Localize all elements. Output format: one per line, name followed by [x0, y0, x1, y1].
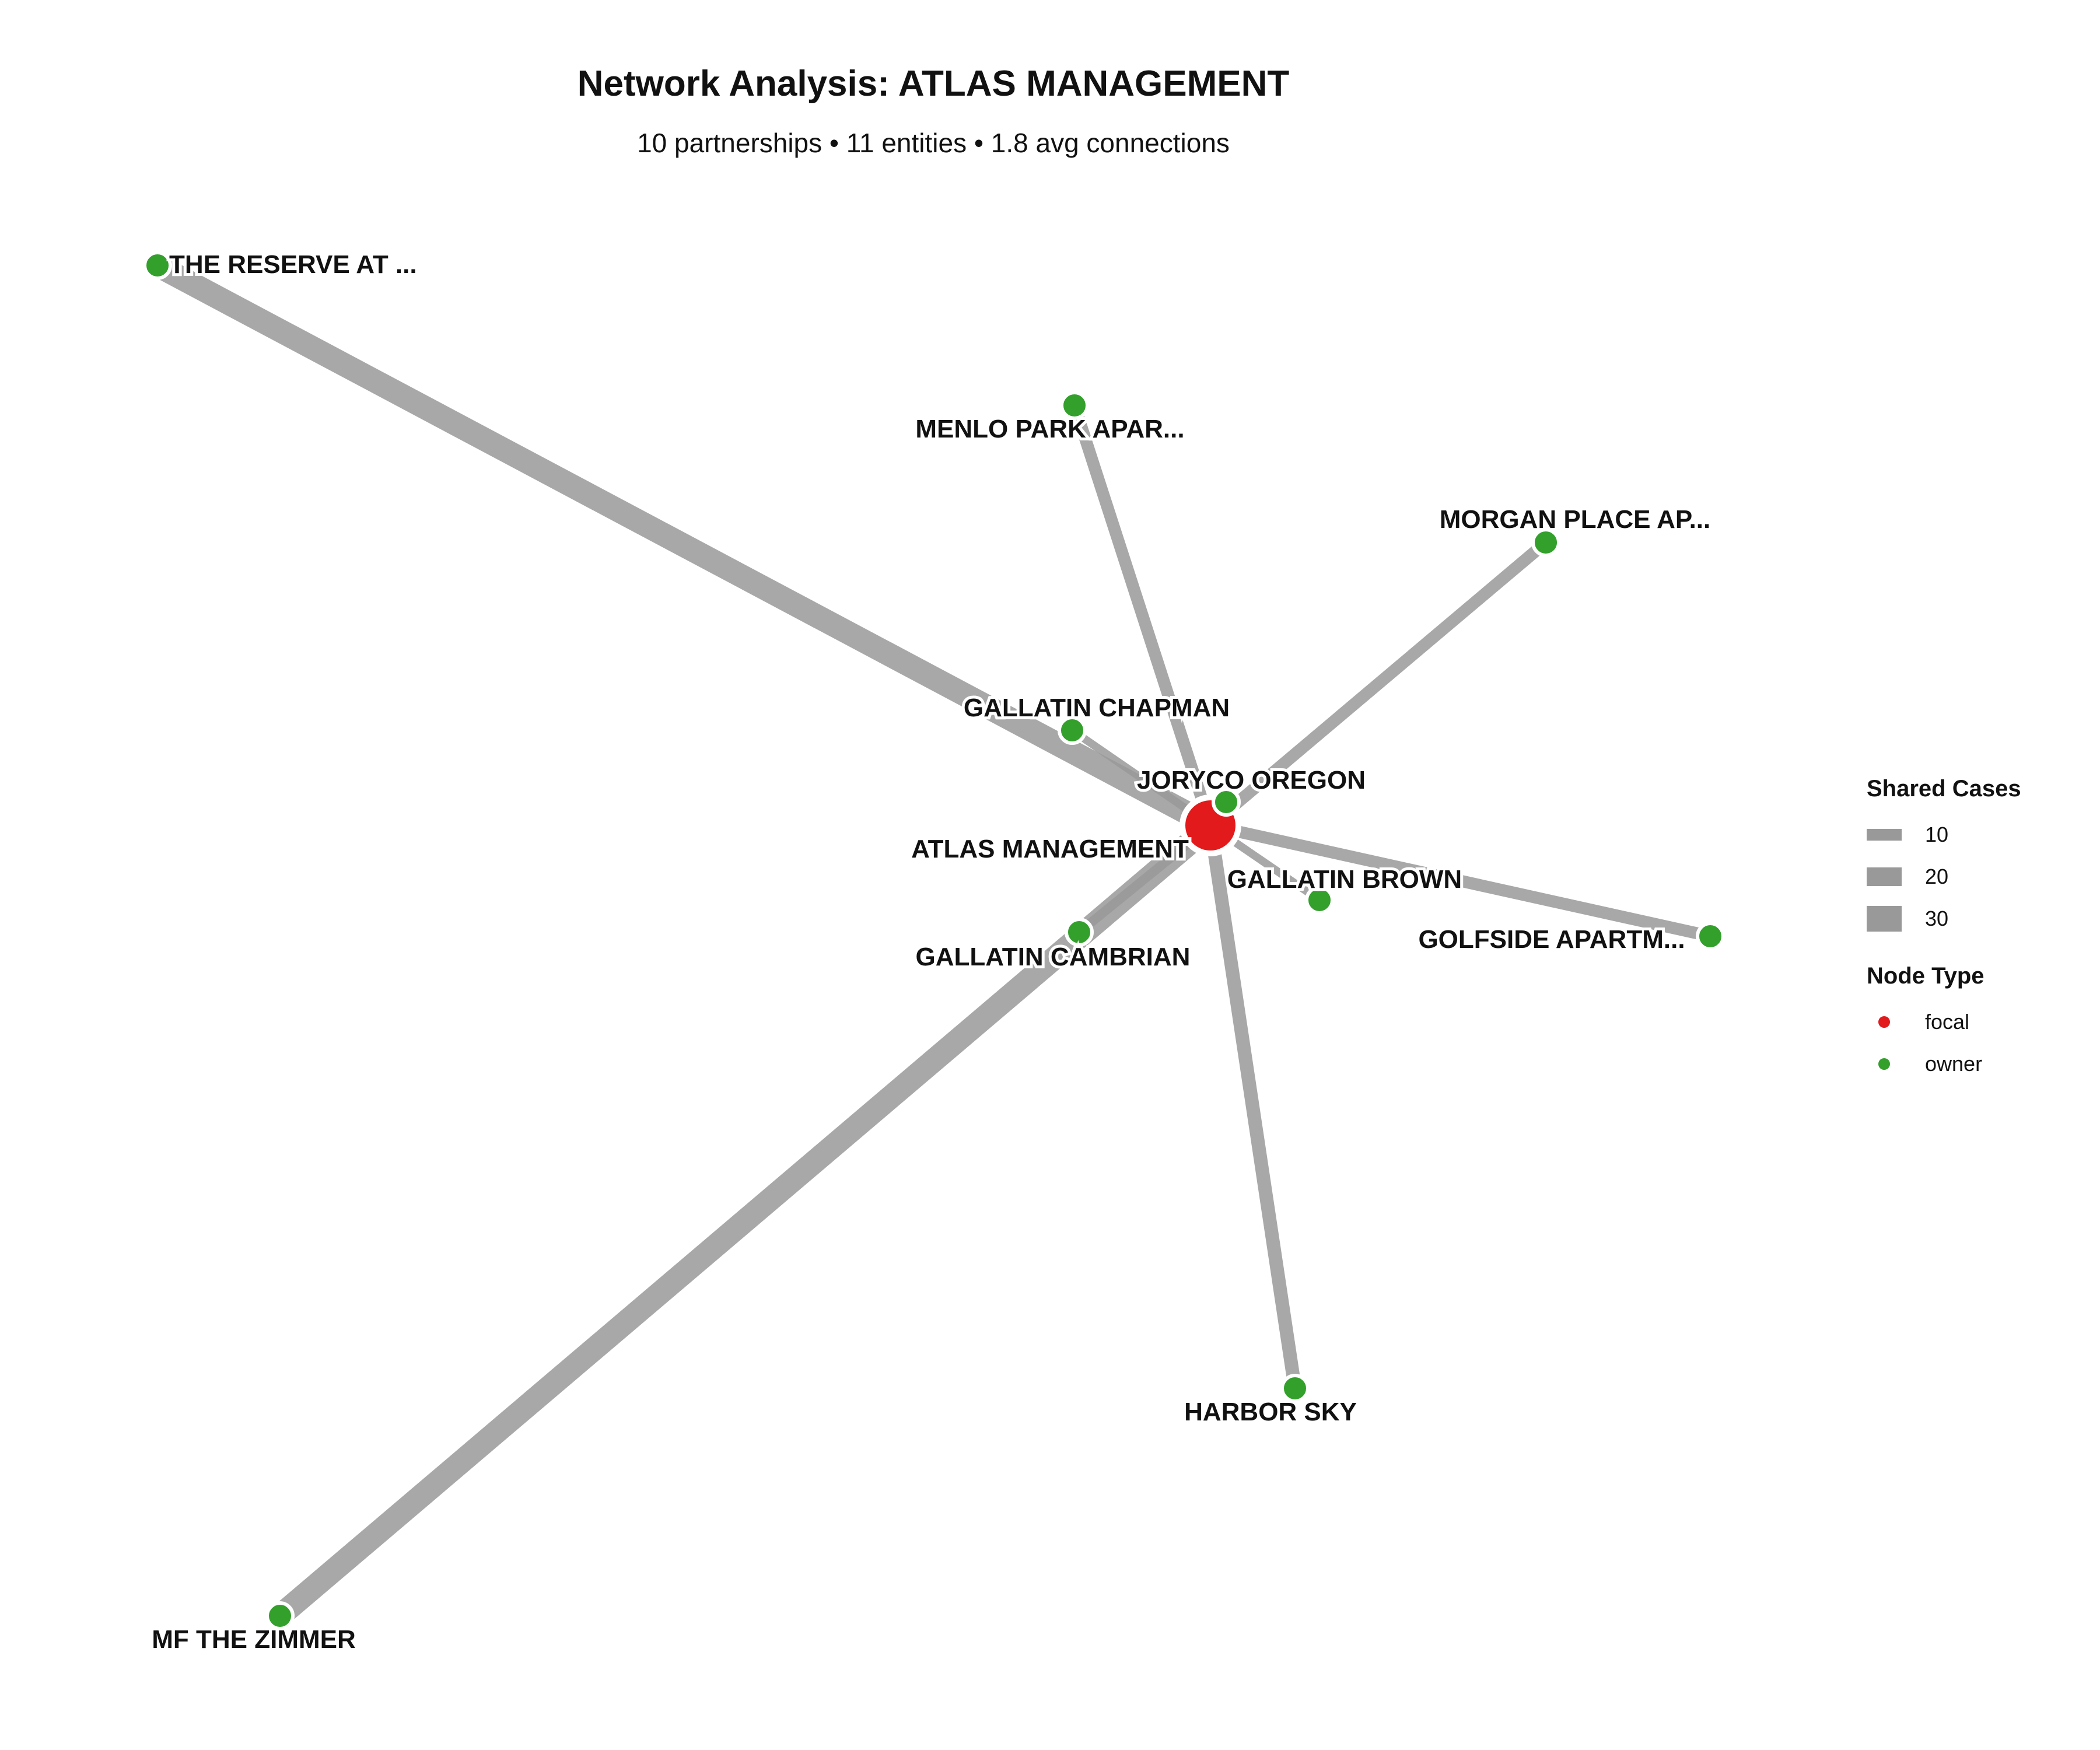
- edge-reserve: [152, 255, 1216, 836]
- legend-edge-label: 10: [1925, 822, 1949, 846]
- legend-edges-title: Shared Cases: [1867, 776, 2021, 802]
- node-label-cambrian: GALLATIN CAMBRIAN: [916, 943, 1191, 971]
- node-label-zimmer: MF THE ZIMMER: [152, 1625, 356, 1654]
- legend-edge-item: 30: [1867, 898, 2088, 940]
- edge-golfside: [1209, 819, 1712, 943]
- edge-morgan: [1206, 538, 1550, 830]
- node-label-atlas: ATLAS MANAGEMENT: [911, 835, 1189, 863]
- edges-layer: [152, 255, 1712, 1625]
- labels-layer: ATLAS MANAGEMENT THE RESERVE AT ... MENLO …: [149, 247, 1713, 1657]
- legend-nodes-title: Node Type: [1867, 963, 1985, 989]
- owner-dot-icon: [1878, 1058, 1890, 1070]
- legend-edge-item: 20: [1867, 856, 2088, 898]
- edge-menlo: [1069, 403, 1216, 828]
- legend-node-label: focal: [1925, 1010, 1970, 1034]
- legend-edge-label: 30: [1925, 907, 1949, 930]
- legend: Shared Cases 10 20 30 Node Type focal: [1867, 776, 2088, 1108]
- chart-subtitle: 10 partnerships • 11 entities • 1.8 avg …: [637, 128, 1230, 158]
- node-golfside: [1696, 922, 1725, 951]
- legend-shared-cases: Shared Cases 10 20 30: [1867, 776, 2088, 940]
- node-label-reserve: THE RESERVE AT ...: [169, 250, 417, 279]
- legend-node-item: focal: [1867, 1001, 2088, 1043]
- node-label-chapman: GALLATIN CHAPMAN: [964, 694, 1230, 722]
- legend-node-type: Node Type focal owner: [1867, 963, 2088, 1085]
- node-label-brown: GALLATIN BROWN: [1227, 865, 1462, 894]
- legend-edge-label: 20: [1925, 864, 1949, 888]
- edge-harbor: [1203, 824, 1302, 1390]
- node-cambrian: [1065, 918, 1094, 947]
- legend-node-item: owner: [1867, 1043, 2088, 1085]
- legend-edge-item: 10: [1867, 814, 2088, 856]
- node-label-morgan: MORGAN PLACE AP...: [1440, 505, 1711, 534]
- legend-line-swatch: [1867, 867, 1902, 886]
- node-zimmer: [265, 1601, 295, 1630]
- node-brown: [1305, 886, 1334, 915]
- chart-title: Network Analysis: ATLAS MANAGEMENT: [577, 64, 1290, 104]
- legend-line-swatch: [1867, 829, 1902, 841]
- node-label-menlo: MENLO PARK APAR...: [915, 415, 1184, 443]
- edge-zimmer: [272, 816, 1218, 1625]
- nodes-layer: [143, 251, 1725, 1630]
- node-label-golfside: GOLFSIDE APARTM...: [1418, 925, 1685, 954]
- node-joryco: [1212, 788, 1241, 817]
- legend-line-swatch: [1867, 906, 1902, 932]
- focal-dot-icon: [1878, 1016, 1890, 1028]
- node-label-harbor: HARBOR SKY: [1184, 1398, 1357, 1426]
- node-harbor: [1280, 1374, 1310, 1403]
- node-menlo: [1060, 391, 1089, 420]
- node-chapman: [1058, 716, 1087, 745]
- node-reserve: [143, 251, 172, 280]
- node-label-joryco: JORYCO OREGON: [1137, 766, 1366, 794]
- node-morgan: [1531, 528, 1560, 557]
- legend-node-label: owner: [1925, 1052, 1983, 1076]
